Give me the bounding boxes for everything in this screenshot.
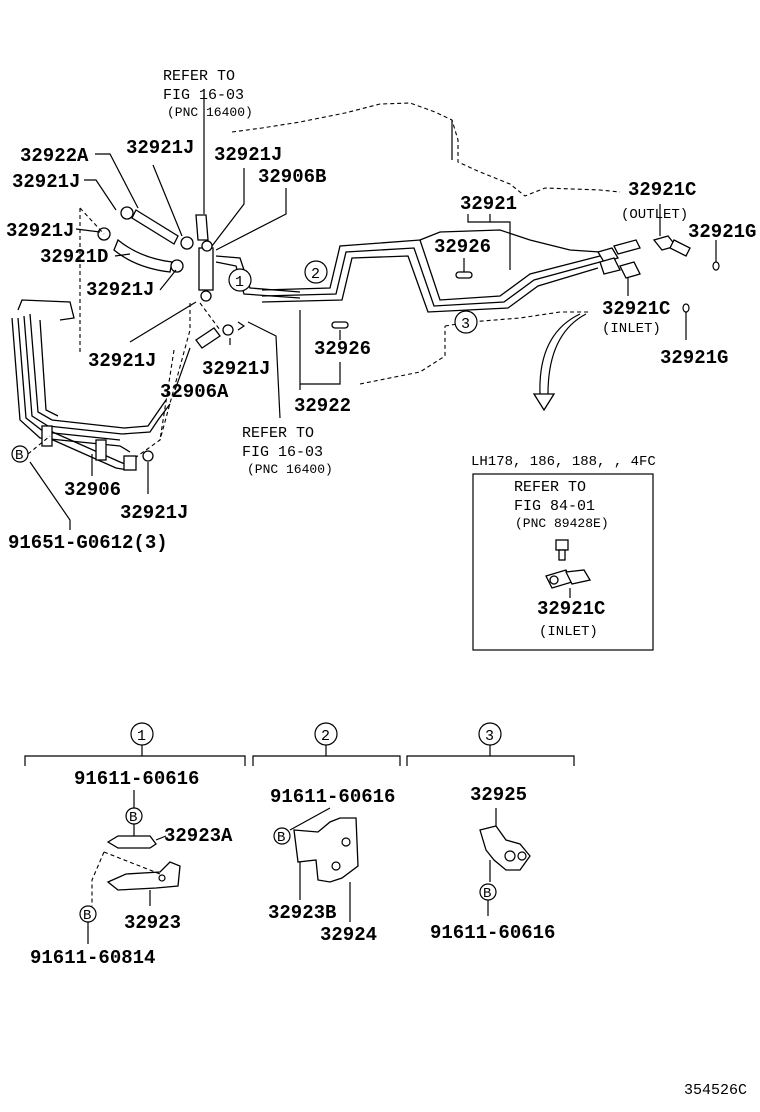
subassembly-2: 91611-60616 B 32923B 32924 <box>268 786 395 946</box>
label-32921J: 32921J <box>120 502 188 524</box>
box-label-inlet: (INLET) <box>539 624 598 640</box>
sub-callout-2: 2 <box>321 728 330 745</box>
fitting-32906B <box>198 247 214 291</box>
arrow-curve <box>547 313 587 395</box>
s1-label-32923: 32923 <box>124 912 181 934</box>
label-32922A: 32922A <box>20 145 89 167</box>
label-32926: 32926 <box>434 236 491 258</box>
subassembly-headers: 1 2 3 <box>24 722 575 766</box>
label-32921: 32921 <box>460 193 517 215</box>
refer-top-line1: REFER TO <box>163 68 235 85</box>
hose-group-left <box>97 206 246 462</box>
bolt-b-left: B <box>15 448 23 464</box>
subassembly-3: 32925 B 91611-60616 <box>430 784 555 944</box>
clamp-32925 <box>479 825 531 871</box>
callout-circles-main: 1 2 3 <box>228 260 478 334</box>
s3-label-bottom: 91611-60616 <box>430 922 555 944</box>
label-32906: 32906 <box>64 479 121 501</box>
variant-frame <box>472 473 654 651</box>
refer-box-line3: (PNC 89428E) <box>515 516 609 531</box>
label-32921J: 32921J <box>88 350 156 372</box>
label-32921D: 32921D <box>40 246 108 268</box>
refer-mid-line1: REFER TO <box>242 425 314 442</box>
part-labels-main: 32922A 32921J 32921J 32921J 32906B 32921… <box>6 137 756 554</box>
label-32921J: 32921J <box>126 137 194 159</box>
cooler-tube-32906 <box>11 299 171 471</box>
label-32921J: 32921J <box>6 220 74 242</box>
sub-callout-3: 3 <box>485 728 494 745</box>
refer-top: REFER TO FIG 16-03 (PNC 16400) <box>163 68 253 120</box>
label-32906A: 32906A <box>160 381 229 403</box>
refer-top-line3: (PNC 16400) <box>167 105 253 120</box>
s2-bolt-b: B <box>277 830 285 846</box>
callout-1: 1 <box>235 274 244 291</box>
hose-32922A <box>131 209 179 245</box>
label-32921J: 32921J <box>214 144 282 166</box>
label-outlet: (OUTLET) <box>621 207 688 223</box>
label-91651-G0612: 91651-G0612(3) <box>8 532 168 554</box>
s2-label-32924: 32924 <box>320 924 377 946</box>
s1-label-bottom: 91611-60814 <box>30 947 155 969</box>
fitting-32906A <box>195 327 221 349</box>
engine-outline <box>231 102 621 197</box>
s1-label-32923A: 32923A <box>164 825 233 847</box>
hose-32921D <box>113 238 173 273</box>
label-inlet: (INLET) <box>602 321 661 337</box>
refer-mid-line3: (PNC 16400) <box>247 462 333 477</box>
box-label-32921C: 32921C <box>537 598 605 620</box>
variant-box: LH178, 186, 188, , 4FC REFER TO FIG 84-0… <box>471 454 656 651</box>
clamp-icon <box>180 236 194 250</box>
main-pipes <box>215 229 691 329</box>
s3-label-32925: 32925 <box>470 784 527 806</box>
refer-box-line2: FIG 84-01 <box>514 498 595 515</box>
label-32921J: 32921J <box>202 358 270 380</box>
s3-bolt-b: B <box>483 886 491 902</box>
refer-box-line1: REFER TO <box>514 479 586 496</box>
s2-label-top: 91611-60616 <box>270 786 395 808</box>
callout-3: 3 <box>461 316 470 333</box>
label-32921C-inlet: 32921C <box>602 298 670 320</box>
callout-2: 2 <box>311 266 320 283</box>
arrow-down-icon <box>532 393 556 412</box>
label-32921G: 32921G <box>660 347 728 369</box>
s1-label-top: 91611-60616 <box>74 768 199 790</box>
label-32921C-outlet: 32921C <box>628 179 696 201</box>
figure-id: 354526C <box>684 1082 747 1099</box>
label-32906B: 32906B <box>258 166 326 188</box>
variant-label: LH178, 186, 188, , 4FC <box>471 454 656 470</box>
subassembly-1: 91611-60616 B B 32923A 32923 91611-60814 <box>30 768 233 969</box>
leader-lines <box>27 95 717 530</box>
label-32922: 32922 <box>294 395 351 417</box>
bracket-32924 <box>293 817 359 883</box>
s2-label-32923B: 32923B <box>268 902 336 924</box>
fitting-elbow <box>195 214 209 241</box>
bracket-32923A <box>106 835 157 849</box>
clamp-icon <box>120 206 134 220</box>
s1-bolt-b: B <box>129 810 137 826</box>
label-32926: 32926 <box>314 338 371 360</box>
label-32921J: 32921J <box>12 171 80 193</box>
sub-callout-1: 1 <box>137 728 146 745</box>
bracket-32923 <box>106 861 181 891</box>
s1-bolt-b2: B <box>83 908 91 924</box>
refer-mid-line2: FIG 16-03 <box>242 444 323 461</box>
label-32921G: 32921G <box>688 221 756 243</box>
label-32921J: 32921J <box>86 279 154 301</box>
clamp-icon <box>170 259 184 273</box>
